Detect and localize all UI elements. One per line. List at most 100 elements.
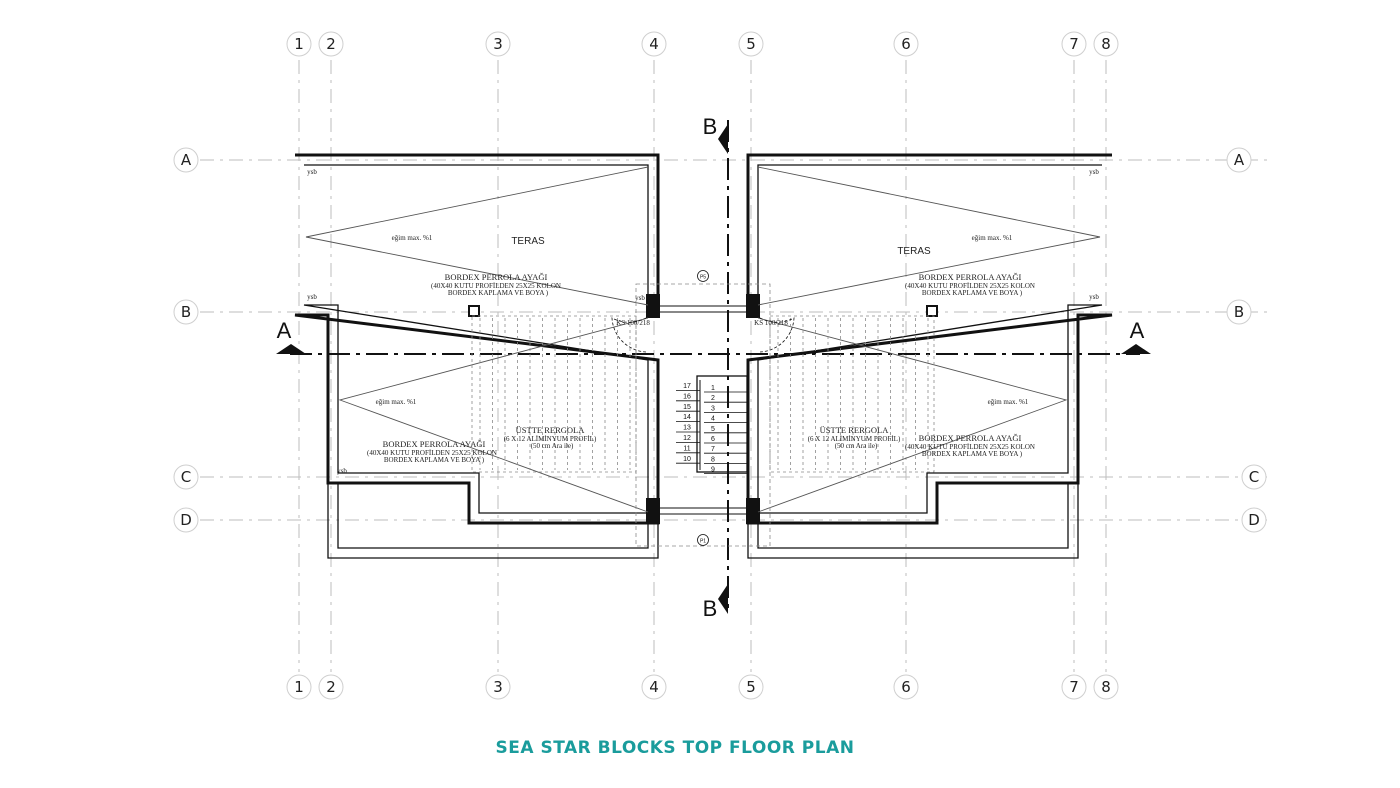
grid-bubble-col-3-bottom <box>485 674 511 700</box>
right-unit-outer-wall <box>746 153 1113 525</box>
right-unit-door-swing <box>759 317 795 353</box>
grid-bubble-col-8-top <box>1093 31 1119 57</box>
grid-label-row-A-left: A <box>181 151 192 169</box>
left-unit-ysb-door: ysb <box>635 294 645 302</box>
grid-bubble-row-B-right <box>1226 299 1252 325</box>
grid-label-col-5-bottom: 5 <box>746 678 756 696</box>
grid-label-col-4-top: 4 <box>649 35 659 53</box>
right-unit-perrola-bottom-line1: (40X40 KUTU PROFİLDEN 25X25 KOLON <box>905 443 1035 451</box>
grid-bubble-col-6-top <box>893 31 919 57</box>
stair-step-right-5: 5 <box>711 426 715 433</box>
stair-step-left-10: 10 <box>683 456 691 463</box>
grid-label-row-B-left: B <box>181 303 191 321</box>
left-unit-window-code: KS 100/218 <box>616 319 650 327</box>
grid-bubble-row-B-left <box>173 299 199 325</box>
stair-step-right-9: 9 <box>711 467 715 474</box>
left-unit-ysb-c: ysb <box>337 467 347 475</box>
left-unit-slope-top-label: eğim max. %1 <box>392 234 433 242</box>
right-unit: TERAS eğim max. %1 eğim max. %1 BORDEX P… <box>746 153 1113 559</box>
pergola-frame <box>769 315 935 473</box>
stair-step-left-17: 17 <box>683 383 691 390</box>
grid-label-row-D-left: D <box>180 511 192 529</box>
stair-step-right-7: 7 <box>711 446 715 453</box>
right-unit-pergola-line1: (6 X 12 ALİMİNYUM PROFİL) <box>808 435 901 443</box>
grid-bubble-col-8-bottom <box>1093 674 1119 700</box>
section-cut-b-arrow-bottom <box>718 584 728 614</box>
grid-label-col-8-top: 8 <box>1101 35 1111 53</box>
right-unit-perrola-bottom-line2: BORDEX KAPLAMA VE BOYA ) <box>922 450 1023 458</box>
left-unit-column-top <box>646 294 660 318</box>
grid-bubble-col-3-top <box>485 31 511 57</box>
grid-label-row-C-left: C <box>181 468 191 486</box>
left-unit-slope-bottom-label: eğim max. %1 <box>376 398 417 406</box>
grid-label-col-3-bottom: 3 <box>493 678 503 696</box>
stair-step-right-3: 3 <box>711 405 715 412</box>
stair-step-right-1: 1 <box>711 385 715 392</box>
door-tag-bottom: P1 <box>700 539 706 545</box>
grid-label-row-B-right: B <box>1234 303 1244 321</box>
left-unit-perrola-bottom-line2: BORDEX KAPLAMA VE BOYA ) <box>384 456 485 464</box>
grid-label-col-6-top: 6 <box>901 35 911 53</box>
grid-label-col-4-bottom: 4 <box>649 678 659 696</box>
grid-bubble-col-4-bottom <box>641 674 667 700</box>
grid-label-col-2-top: 2 <box>326 35 336 53</box>
grid-bubble-col-2-bottom <box>318 674 344 700</box>
section-label-b-top: B <box>703 114 718 139</box>
grid-bubble-col-5-bottom <box>738 674 764 700</box>
left-unit: TERAS eğim max. %1 eğim max. %1 BORDEX P… <box>294 153 660 559</box>
grid-label-row-C-right: C <box>1249 468 1259 486</box>
door-tag-top-circle <box>697 270 709 282</box>
grid-label-row-D-right: D <box>1248 511 1260 529</box>
grid-label-col-7-top: 7 <box>1069 35 1079 53</box>
stair-step-right-2: 2 <box>711 395 715 402</box>
left-unit-pergola-line2: (50 cm Ara ile) <box>531 442 574 450</box>
left-unit-pergola-slats <box>471 315 637 473</box>
left-unit-lower-balcony <box>327 483 659 559</box>
grid-label-col-7-bottom: 7 <box>1069 678 1079 696</box>
grid-bubble-col-4-top <box>641 31 667 57</box>
left-unit-pergola-post <box>468 305 480 317</box>
door-tag-bottom-circle <box>697 534 709 546</box>
grid-label-col-2-bottom: 2 <box>326 678 336 696</box>
left-unit-ysb-b: ysb <box>307 293 317 301</box>
stair-step-right-4: 4 <box>711 416 715 423</box>
right-unit-slope-bottom-label: eğim max. %1 <box>988 398 1029 406</box>
grid-bubble-col-7-bottom <box>1061 674 1087 700</box>
grid-lines <box>200 60 1268 672</box>
stair-step-left-12: 12 <box>683 435 691 442</box>
grid-bubble-col-6-bottom <box>893 674 919 700</box>
grid-bubble-col-5-top <box>738 31 764 57</box>
stair-step-left-14: 14 <box>683 414 691 421</box>
right-unit-perrola-top-title: BORDEX PERROLA AYAĞI <box>919 272 1022 282</box>
right-unit-perrola-bottom-title: BORDEX PERROLA AYAĞI <box>919 433 1022 443</box>
right-unit-ysb-b: ysb <box>1089 293 1099 301</box>
right-unit-pergola-line2: (50 cm Ara ile) <box>835 442 878 450</box>
drawing-title: SEA STAR BLOCKS TOP FLOOR PLAN <box>495 738 855 758</box>
left-unit-perrola-top-line2: BORDEX KAPLAMA VE BOYA ) <box>448 289 549 297</box>
right-unit-perrola-top-line1: (40X40 KUTU PROFİLDEN 25X25 KOLON <box>905 282 1035 290</box>
left-unit-terrace-slope-lines <box>305 166 649 306</box>
stair-step-left-13: 13 <box>683 425 691 432</box>
grid-bubble-col-2-top <box>318 31 344 57</box>
stair-core-outline <box>635 283 771 547</box>
grid-bubble-col-1-bottom <box>286 674 312 700</box>
stair-step-left-16: 16 <box>683 393 691 400</box>
left-unit-door-swing <box>611 317 647 353</box>
grid-label-col-8-bottom: 8 <box>1101 678 1111 696</box>
stair-step-left-11: 11 <box>683 445 690 452</box>
section-label-a-right: A <box>1130 318 1145 343</box>
grid-bubble-row-A-right <box>1226 147 1252 173</box>
right-unit-pergola-title: ÜSTTE RERGOLA <box>820 425 890 435</box>
left-unit-perrola-top-title: BORDEX PERROLA AYAĞI <box>445 272 548 282</box>
right-unit-pergola-post <box>926 305 938 317</box>
left-unit-inner-wall <box>303 164 649 514</box>
left-unit-column-bottom <box>646 498 660 524</box>
right-unit-lower-slope-lines <box>757 317 1068 513</box>
right-unit-column-bottom <box>746 498 760 524</box>
left-unit-pergola-line1: (6 X 12 ALİMİNYUM PROFİL) <box>504 435 597 443</box>
stair-step-left-15: 15 <box>683 404 691 411</box>
stair-step-right-8: 8 <box>711 456 715 463</box>
